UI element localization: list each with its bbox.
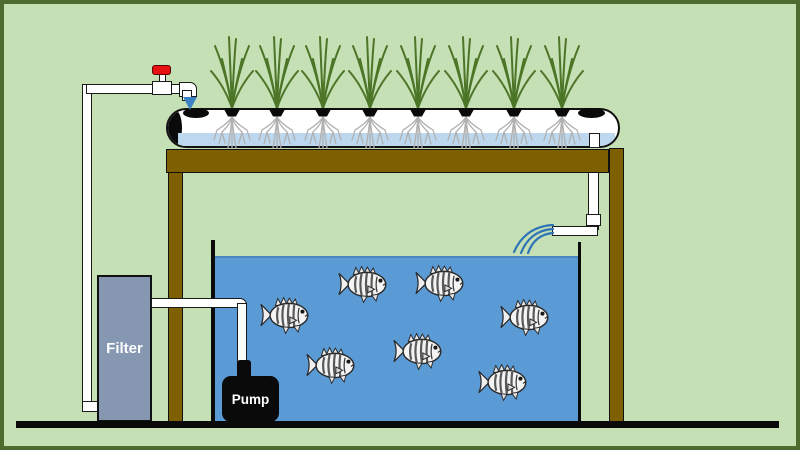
plant-icon [394,31,442,109]
pump-label: Pump [231,391,270,407]
plant-icon [490,31,538,109]
plant-icon [442,31,490,109]
tank-wall-right [577,242,581,422]
pump-body: Pump [222,376,279,422]
tank-wall-left [211,240,215,422]
access-hole-right [578,107,605,118]
filter-box: Filter [97,275,152,422]
filter-label: Filter [106,340,143,357]
plant-icon [208,31,256,109]
supply-pipe-horizontal [86,84,156,94]
drain-pipe-stub [589,132,600,148]
stand-leg-right [609,148,624,422]
valve-body [151,80,172,95]
ground-line [16,421,779,428]
grow-tube-water [178,133,615,146]
valve-handle [152,64,171,75]
plant-icon [538,31,586,109]
drain-pipe-coupling [585,213,601,226]
plant-icon [346,31,394,109]
supply-pipe-vertical [82,84,92,408]
water-stream-icon [512,223,555,255]
drain-pipe-outlet [552,225,598,237]
pump-outlet [237,360,251,380]
grow-tube [166,108,620,148]
access-hole-left [183,107,209,118]
pump-pipe-horizontal [151,297,247,308]
pump-pipe-vertical [237,303,248,362]
plant-icon [253,31,301,109]
plant-icon [299,31,347,109]
stand-top [166,149,609,173]
